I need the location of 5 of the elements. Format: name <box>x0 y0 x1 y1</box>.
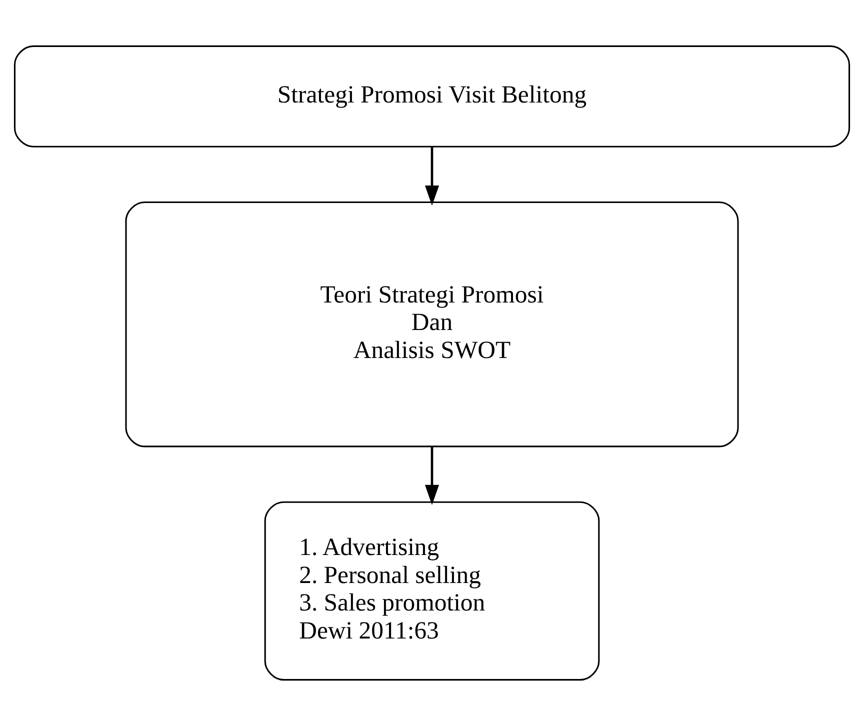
node-box: Teori Strategi Promosi Dan Analisis SWOT <box>125 201 739 447</box>
node-box: Strategi Promosi Visit Belitong <box>14 44 850 147</box>
arrow <box>424 146 440 206</box>
arrow <box>424 446 440 504</box>
node-box: 1. Advertising 2. Personal selling 3. Sales promotion Dewi 2011:63 <box>264 500 600 680</box>
